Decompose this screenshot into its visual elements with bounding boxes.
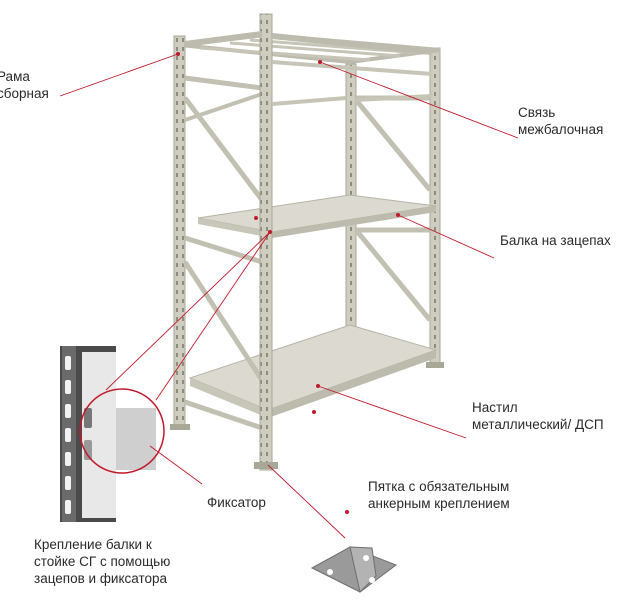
mount-label: Крепление балки к стойке СГ с помощью за… xyxy=(34,536,170,587)
foot-plate-image xyxy=(312,547,396,592)
deck-label: Настил металлический/ ДСП xyxy=(472,399,604,433)
tie-label: Связь межбалочная xyxy=(518,104,603,138)
shelving-unit-image xyxy=(170,14,444,470)
anchor-dots xyxy=(176,52,400,514)
beam-hook-detail-image xyxy=(60,346,164,522)
foot-label: Пятка с обязательным анкерным креплением xyxy=(368,478,510,512)
beam-label: Балка на зацепах xyxy=(500,232,611,249)
lock-label: Фиксатор xyxy=(207,494,266,511)
frame-label: Рама сборная xyxy=(0,68,49,102)
